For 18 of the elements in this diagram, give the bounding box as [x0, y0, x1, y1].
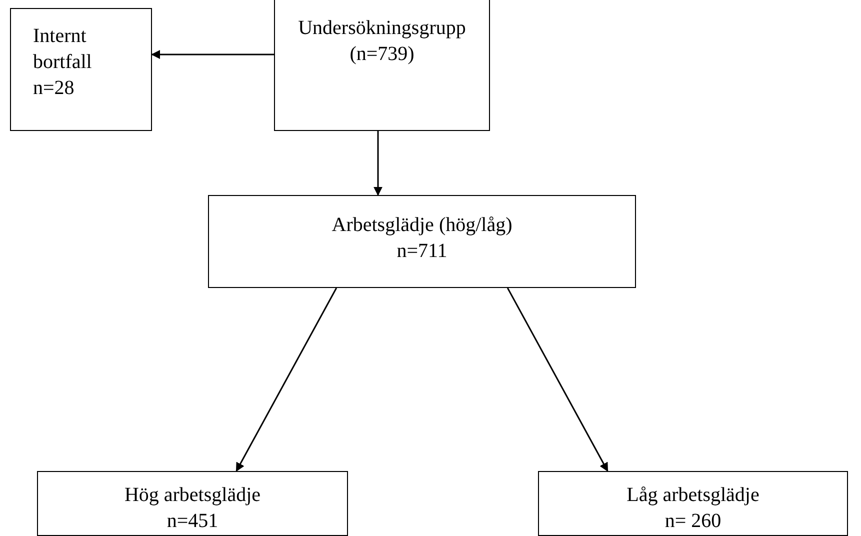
box-text: Hög arbetsglädje — [123, 483, 262, 508]
process-box — [37, 471, 348, 536]
arrow — [151, 50, 274, 59]
arrow — [374, 131, 382, 196]
box-text: Arbetsglädje (hög/låg) — [330, 213, 514, 238]
arrow — [506, 288, 608, 472]
process-box — [274, 0, 490, 131]
box-text: n=711 — [396, 239, 448, 264]
process-box — [538, 471, 848, 536]
process-box — [208, 195, 636, 288]
box-text: n= 260 — [664, 509, 722, 534]
box-text: Låg arbetsglädje — [626, 483, 760, 508]
box-text: Undersökningsgrupp — [297, 16, 467, 41]
box-text: n=451 — [166, 509, 220, 534]
box-text: n=28 — [33, 76, 76, 101]
process-box — [10, 8, 152, 131]
box-text: (n=739) — [348, 42, 416, 67]
arrow — [236, 288, 338, 472]
